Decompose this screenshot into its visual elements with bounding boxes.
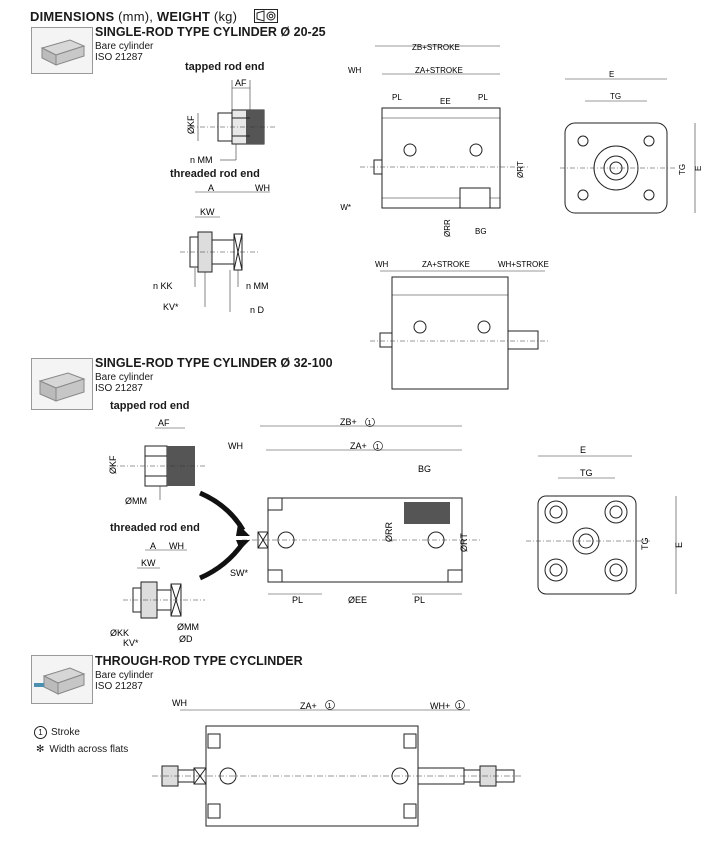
label-af-2: AF	[158, 418, 170, 428]
label-wh-t1: WH	[375, 260, 389, 269]
label-rr-2: ØRR	[384, 522, 394, 543]
label-sw-2: SW*	[230, 568, 248, 578]
drawing-side-view-32-100: ZB+ 1 ZA+ 1 WH BG ØRR ØRT SW* PL ØEE PL	[228, 418, 480, 605]
label-za-circle-2: 1	[376, 444, 380, 451]
tapped-rod-end-label-1: tapped rod end	[185, 61, 265, 73]
label-zb-circle-2: 1	[368, 420, 372, 427]
label-kw-1: KW	[200, 207, 215, 217]
section-title-32-100: SINGLE-ROD TYPE CYLINDER Ø 32-100	[95, 356, 333, 370]
section-sub-32-100-line2: ISO 21287	[95, 383, 143, 394]
label-e-2: E	[580, 445, 586, 455]
title-unit-mm: (mm),	[114, 9, 157, 24]
section-sub-20-25-line2: ISO 21287	[95, 52, 143, 63]
label-af-1: AF	[235, 78, 247, 88]
label-kf-2: ØKF	[108, 455, 118, 474]
label-bg-1: BG	[475, 227, 487, 236]
label-kv-1: KV*	[163, 302, 179, 312]
label-mm-t2: ØMM	[177, 622, 199, 632]
label-tg-2: TG	[580, 468, 593, 478]
label-za-circle-3: 1	[328, 703, 332, 710]
label-za-stroke-t1: ZA+STROKE	[422, 260, 470, 269]
label-zb-stroke-1: ZB+STROKE	[412, 43, 460, 52]
label-rr-1: ØRR	[443, 219, 452, 237]
drawing-threaded-rod-end-1: A WH KW n KK n MM KV* n D	[153, 183, 270, 315]
label-rt-2: ØRT	[459, 533, 469, 552]
label-kw-2: KW	[141, 558, 156, 568]
stroke-symbol-icon: 1	[34, 726, 47, 739]
label-tg-v-1: TG	[678, 164, 687, 175]
label-a-1: A	[208, 183, 214, 193]
threaded-rod-end-label-1: threaded rod end	[170, 168, 260, 180]
section-title-through-rod: THROUGH-ROD TYPE CYCLINDER	[95, 654, 303, 668]
label-wh-1-3: WH+	[430, 701, 450, 711]
section-sub-through-line2: ISO 21287	[95, 681, 143, 692]
label-nmm2-1: n MM	[246, 281, 269, 291]
title-weight: WEIGHT	[156, 9, 211, 24]
legend-flats-label: Width across flats	[49, 744, 129, 755]
cylinder-photo-20-25	[31, 27, 93, 74]
label-pl-right-2: PL	[414, 595, 425, 605]
label-wh-2: WH	[169, 541, 184, 551]
label-kv-2: KV*	[123, 638, 139, 648]
drawing-through-view-20-25: WH ZA+STROKE WH+STROKE	[370, 260, 550, 390]
section-sub-32-100-line1: Bare cylinder	[95, 372, 154, 383]
threaded-rod-end-label-2: threaded rod end	[110, 522, 200, 534]
label-wh-circle-3: 1	[458, 703, 462, 710]
page-title: DIMENSIONS (mm), WEIGHT (kg)	[30, 9, 237, 24]
label-zb-2: ZB+	[340, 418, 357, 427]
label-nmm-1: n MM	[190, 155, 213, 165]
label-wh-1: WH	[255, 183, 270, 193]
label-pl-left-2: PL	[292, 595, 303, 605]
cylinder-photo-32-100	[31, 358, 93, 410]
label-tg-v-2: TG	[640, 538, 650, 551]
label-wh-stroke-t1: WH+STROKE	[498, 260, 549, 269]
projection-symbol-icon	[254, 9, 278, 23]
drawing-tapped-rod-end-2: AF ØKF ØMM	[108, 418, 205, 506]
label-rt-1: ØRT	[516, 161, 525, 178]
title-dimensions: DIMENSIONS	[30, 9, 115, 24]
label-d-2: ØD	[179, 634, 193, 644]
label-wh-side-2: WH	[228, 441, 243, 451]
label-sw-1: SW*	[340, 203, 351, 212]
label-e-v-1: E	[694, 166, 703, 171]
label-e-1: E	[609, 70, 614, 79]
label-e-v-2: E	[674, 542, 684, 548]
section-title-20-25: SINGLE-ROD TYPE CYLINDER Ø 20-25	[95, 25, 326, 39]
label-pl-left-1: PL	[392, 93, 402, 102]
section-sub-20-25-line1: Bare cylinder	[95, 41, 154, 52]
label-wh-side-1: WH	[348, 66, 362, 75]
label-nkk-1: n KK	[153, 281, 173, 291]
drawing-end-view-32-100: E TG TG E	[526, 445, 684, 595]
legend-flats: ✻ Width across flats	[36, 744, 128, 755]
section-sub-through-line1: Bare cylinder	[95, 670, 154, 681]
drawing-threaded-rod-end-2: A WH KW ØMM ØKK KV* ØD	[110, 541, 205, 648]
label-wh-3: WH	[172, 698, 187, 708]
label-za-3: ZA+	[300, 701, 317, 711]
label-bg-2: BG	[418, 464, 431, 474]
asterisk-icon: ✻	[36, 744, 45, 755]
label-za-2: ZA+	[350, 441, 367, 451]
tapped-rod-end-label-2: tapped rod end	[110, 400, 190, 412]
label-mm-2: ØMM	[125, 496, 147, 506]
drawing-through-rod-view: WH ZA+ 1 WH+ 1	[152, 698, 522, 827]
label-ee-1: EE	[440, 97, 451, 106]
drawing-side-view-20-25: ZB+STROKE ZA+STROKE WH PL EE PL BG ØRT Ø…	[340, 43, 530, 237]
cylinder-photo-through-rod	[31, 655, 93, 704]
direction-arrows-icon	[198, 490, 250, 581]
title-unit-kg: (kg)	[210, 9, 238, 24]
label-kk-2: ØKK	[110, 628, 129, 638]
label-nd-1: n D	[250, 305, 265, 315]
drawing-end-view-20-25: E TG TG E	[560, 70, 703, 214]
label-tg-1: TG	[610, 92, 621, 101]
label-pl-right-1: PL	[478, 93, 488, 102]
legend-stroke-label: Stroke	[51, 727, 80, 739]
drawing-tapped-rod-end-1: AF ØKF n MM	[186, 78, 275, 165]
label-ee-2: ØEE	[348, 595, 367, 605]
legend-stroke: 1 Stroke	[34, 726, 80, 739]
label-a-2: A	[150, 541, 156, 551]
label-kf-1: ØKF	[186, 115, 196, 134]
label-za-stroke-1: ZA+STROKE	[415, 66, 463, 75]
